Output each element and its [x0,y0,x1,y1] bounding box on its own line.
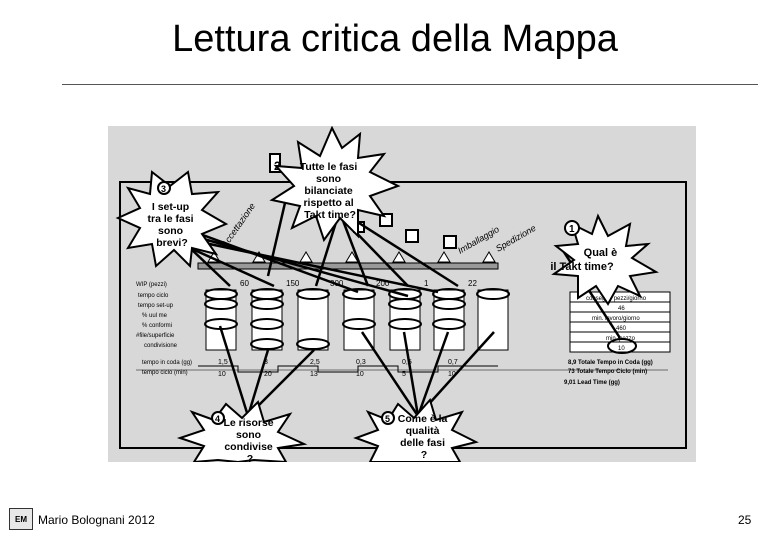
row-label: condivisione [144,343,178,349]
callout-3-line: I set-up [152,201,189,213]
queue-value: 0,3 [356,359,366,366]
callout-2-line: rispetto al [303,197,353,209]
row-label: tempo ciclo [138,293,169,299]
wip-value: 200 [376,279,390,288]
callout-3-line: tra le fasi [147,213,193,225]
callout-4-line: sono [236,429,261,441]
customer-value: 10 [618,346,625,352]
callout-3-line: sono [158,225,183,237]
highlight-ovals [204,288,510,350]
row-label: WIP (pezzi) [136,282,167,288]
callout-1-line: Qual è [584,247,618,259]
callout-4-line: Le risorse [223,417,273,429]
footer-author: Mario Bolognani 2012 [38,513,155,527]
callout-1-burst: 1 Qual è il Takt time? [550,213,659,306]
queue-value: 3 [264,359,268,366]
cycle-value: 20 [264,371,272,378]
callout-5-line: delle fasi [400,437,445,449]
callout-4-burst: 4 Le risorse sono condivise ? [176,400,308,465]
customer-value: 460 [616,326,627,332]
svg-text:Tutte le fasi sono: Tutte le fasi sono bilanciate rispetto a… [300,161,361,221]
wip-value: 1 [424,279,429,288]
slide-title: Lettura critica della Mappa [172,18,618,60]
callout-2-number: 2 [274,159,281,173]
lead-time: 9,01 Lead Time (gg) [564,380,620,386]
timeline-label: tempo ciclo (min) [142,370,188,376]
queue-value: 0,7 [448,359,458,366]
callout-2-line: sono [316,173,341,185]
customer-label: min. lavoro/giorno [592,316,640,322]
callout-4-line: condivise [224,441,273,453]
cycle-value: 10 [448,371,456,378]
customer-label: consegne pezzi/giorno [586,296,647,302]
svg-text:Come è la qualità: Come è la qualità delle fasi ? [398,413,451,461]
timeline-label: tempo in coda (gg) [142,360,192,366]
callout-5-number: 5 [385,414,390,424]
logo-icon: EM [9,508,33,530]
cycle-value: 10 [356,371,364,378]
callout-5-line: ? [421,449,427,461]
callout-1-line: il Takt time? [550,261,614,273]
callout-5-burst: 5 Come è la qualità delle fasi ? [353,397,479,463]
callout-4-number: 4 [215,414,220,424]
callout-2-line: Takt time? [304,209,356,221]
callout-5-line: Come è la [398,413,448,425]
wip-value: 22 [468,279,477,288]
title-divider [62,84,758,85]
queue-value: 2,5 [310,359,320,366]
process-label-imballaggio: Imballaggio [456,224,501,256]
callout-3-line: brevi? [156,237,188,249]
row-label: % uul me [142,313,168,319]
queue-value: 1,5 [218,359,228,366]
row-label: % conformi [142,323,172,329]
cycle-value: 13 [310,371,318,378]
svg-text:Qual è il Takt time?: Qual è il Takt time? [550,247,620,273]
customer-value: 46 [618,306,625,312]
wip-value: 150 [286,279,300,288]
row-label: tempo set-up [138,303,174,309]
timeline: tempo in coda (gg) tempo ciclo (min) 1,5… [136,359,668,386]
callout-2-burst: 2 Tutte le fasi sono bilanciate rispetto… [269,125,401,243]
callout-2-line: bilanciate [304,185,353,197]
customer-data-table: consegne pezzi/giorno 46 min. lavoro/gio… [569,291,671,354]
page-number: 25 [738,513,752,527]
callout-1-number: 1 [569,224,575,235]
value-stream-map: 60 150 300 200 1 22 WIP (pezzi) tempo ci… [115,125,687,465]
svg-text:Le risorse sono: Le risorse sono condivise ? [223,417,276,462]
wip-value: 60 [240,279,249,288]
queue-value: 0,5 [402,359,412,366]
row-labels: WIP (pezzi) tempo ciclo tempo set-up % u… [136,282,178,349]
callout-3-burst: 3 I set-up tra le fasi sono brevi? [115,170,229,269]
process-label-spedizione: Spedizione [494,223,538,254]
flow-bar [197,262,499,270]
total-queue: 8,9 Totale Tempo in Coda (gg) [568,360,653,366]
row-label: #file/superficie [136,333,175,339]
svg-text:I set-up tra le fasi: I set-up tra le fasi sono brevi? [147,201,196,249]
callout-5-line: qualità [406,425,440,437]
cycle-value: 10 [218,371,226,378]
total-cycle: 73 Totale Tempo Ciclo (min) [568,369,647,375]
cycle-value: 5 [402,371,406,378]
value-stream-map-figure: 60 150 300 200 1 22 WIP (pezzi) tempo ci… [108,125,696,465]
callout-4-line: ? [247,453,253,462]
callout-3-number: 3 [161,184,166,194]
callout-2-line: Tutte le fasi [300,161,358,173]
